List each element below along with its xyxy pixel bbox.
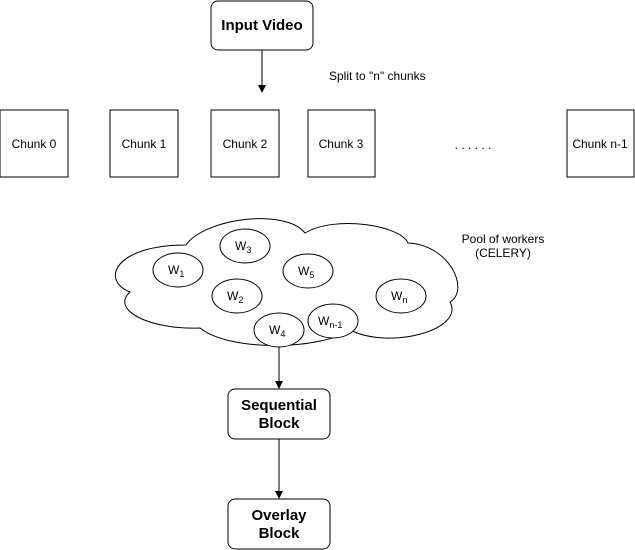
chunk-n-1: Chunk n-1 [566, 109, 635, 178]
pool-label-line1: Pool of workers [462, 232, 545, 246]
chunk-2-label: Chunk 2 [223, 137, 268, 151]
split-label: Split to "n" chunks [329, 69, 426, 83]
overlay-block-node: Overlay Block [227, 498, 331, 550]
worker-pool-cloud [114, 218, 459, 346]
worker-3-sub: 3 [246, 245, 251, 255]
sequential-label-line1: Sequential [241, 397, 317, 414]
worker-4: W4 [253, 312, 305, 348]
worker-5-sub: 5 [309, 270, 314, 280]
svg-text:W1: W1 [168, 263, 184, 279]
worker-1-base: W [168, 263, 180, 277]
svg-text:W4: W4 [269, 323, 285, 339]
worker-2: W2 [211, 278, 263, 314]
worker-3-base: W [235, 239, 247, 253]
overlay-label-line2: Block [259, 525, 301, 542]
worker-n-1-base: W [318, 314, 330, 328]
chunk-1-label: Chunk 1 [122, 137, 167, 151]
worker-3: W3 [219, 228, 271, 264]
worker-2-sub: 2 [238, 295, 243, 305]
chunk-0-label: Chunk 0 [12, 137, 57, 151]
worker-4-sub: 4 [280, 329, 285, 339]
overlay-label-line1: Overlay [251, 507, 307, 524]
worker-2-base: W [227, 289, 239, 303]
worker-n: Wn [375, 278, 427, 314]
worker-1: W1 [152, 252, 204, 288]
svg-text:W5: W5 [298, 264, 314, 280]
worker-n-base: W [391, 289, 403, 303]
chunk-0: Chunk 0 [0, 109, 69, 178]
svg-text:W3: W3 [235, 239, 251, 255]
worker-4-base: W [269, 323, 281, 337]
sequential-block-node: Sequential Block [227, 388, 331, 440]
worker-5: W5 [282, 253, 334, 289]
sequential-label-line2: Block [259, 415, 301, 432]
chunk-2: Chunk 2 [210, 109, 280, 178]
worker-n-1-sub: n-1 [329, 320, 342, 330]
svg-text:Wn: Wn [391, 289, 407, 305]
chunk-1: Chunk 1 [109, 109, 179, 178]
input-video-label: Input Video [221, 17, 302, 34]
pool-label-line2: (CELERY) [475, 246, 531, 260]
chunk-3: Chunk 3 [307, 109, 376, 178]
svg-text:W2: W2 [227, 289, 243, 305]
worker-1-sub: 1 [179, 269, 184, 279]
svg-text:Wn-1: Wn-1 [318, 314, 342, 330]
worker-5-base: W [298, 264, 310, 278]
chunk-n-1-label: Chunk n-1 [572, 137, 628, 151]
chunks-ellipsis: . . . . . . [455, 138, 492, 152]
input-video-node: Input Video [210, 0, 314, 51]
worker-n-1: Wn-1 [307, 303, 359, 339]
chunk-3-label: Chunk 3 [319, 137, 364, 151]
worker-n-sub: n [402, 295, 407, 305]
